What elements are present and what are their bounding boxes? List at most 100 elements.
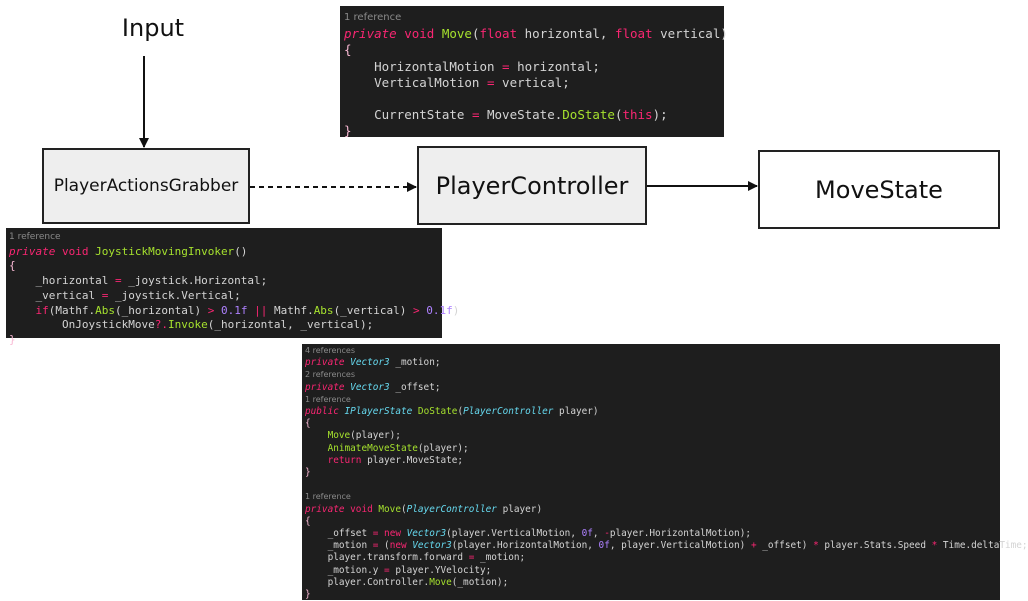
code-token: vertical) xyxy=(652,26,728,42)
code-token: player.Stats.Speed xyxy=(818,540,932,552)
code-line: _horizontal = _joystick.Horizontal; xyxy=(9,274,439,289)
code-token: void xyxy=(396,26,442,42)
code-line: } xyxy=(305,589,997,601)
code-token: || xyxy=(254,303,268,317)
code-line: CurrentState = MoveState.DoState(this); xyxy=(344,107,720,123)
code-line: { xyxy=(305,418,997,430)
code-line: 4 references xyxy=(305,345,997,357)
code-token: _vertical xyxy=(9,288,102,302)
code-token: } xyxy=(344,123,352,139)
code-token: Move xyxy=(378,503,401,515)
code-token: _motion xyxy=(305,540,373,552)
code-line: if(Mathf.Abs(_horizontal) > 0.1f || Math… xyxy=(9,303,460,319)
code-token: (_horizontal, _vertical); xyxy=(207,318,374,332)
code-token: { xyxy=(344,42,352,58)
code-token: Invoke xyxy=(167,318,208,332)
code-token: private xyxy=(344,26,397,42)
code-token xyxy=(305,430,328,441)
code-token: _joystick.Horizontal; xyxy=(121,274,268,288)
code-token: float xyxy=(614,26,653,42)
code-line: { xyxy=(305,516,997,528)
code-token: player.YVelocity; xyxy=(389,564,492,576)
code-line: VerticalMotion = vertical; xyxy=(344,75,720,91)
code-token: ( xyxy=(400,503,407,515)
reference-count: 2 references xyxy=(305,370,355,380)
code-line: 1 reference xyxy=(305,394,997,406)
code-line: 1 reference xyxy=(305,491,997,503)
code-token: * xyxy=(931,540,938,552)
code-token: } xyxy=(305,589,311,601)
code-token: _motion; xyxy=(389,357,441,369)
code-token: Vector3 xyxy=(350,381,390,393)
code-token: _motion.y xyxy=(305,564,385,576)
reference-count: 1 reference xyxy=(305,394,351,404)
code-token: CurrentState xyxy=(344,107,472,123)
code-token: VerticalMotion xyxy=(344,74,487,90)
code-token: HorizontalMotion xyxy=(344,58,503,74)
code-line: public IPlayerState DoState(PlayerContro… xyxy=(305,406,997,418)
code-token: (player); xyxy=(350,430,401,442)
code-token: this xyxy=(622,107,653,123)
code-line: _motion.y = player.YVelocity; xyxy=(305,565,997,577)
code-token: player.HorizontalMotion); xyxy=(609,528,751,540)
code-token xyxy=(214,304,221,317)
code-token: 0f xyxy=(598,540,610,552)
code-token: (player); xyxy=(417,442,469,454)
code-line: 2 references xyxy=(305,369,997,381)
code-token: horizontal, xyxy=(517,26,615,42)
code-line: private void Move(PlayerController playe… xyxy=(305,504,997,516)
input-label: Input xyxy=(121,14,185,42)
code-line: OnJoystickMove?.Invoke(_horizontal, _ver… xyxy=(9,318,439,333)
code-line: } xyxy=(305,467,997,479)
code-line: private void JoystickMovingInvoker() xyxy=(9,245,439,260)
code-token: } xyxy=(9,332,16,346)
code-line: private void Move(float horizontal, floa… xyxy=(344,26,728,42)
code-token xyxy=(305,443,328,454)
code-token: (player.HorizontalMotion, xyxy=(451,540,599,552)
player-controller-label: PlayerController xyxy=(435,171,629,200)
code-token: _offset) xyxy=(756,540,814,552)
move-state-label: MoveState xyxy=(815,175,943,204)
player-actions-grabber-label: PlayerActionsGrabber xyxy=(53,176,239,196)
code-line: } xyxy=(9,333,439,348)
code-line: _offset = new Vector3(player.VerticalMot… xyxy=(305,528,997,540)
code-token: (Mathf. xyxy=(48,303,96,317)
code-token: = xyxy=(372,528,379,540)
code-line: private Vector3 _motion; xyxy=(305,357,997,369)
code-token: _joystick.Vertical; xyxy=(108,288,241,302)
code-token: DoState xyxy=(417,406,458,418)
code-token: (player.VerticalMotion, xyxy=(446,528,582,540)
code-token: Move xyxy=(441,26,472,42)
reference-count: 1 reference xyxy=(344,12,402,23)
code-token: Move xyxy=(327,430,351,442)
code-token: Move xyxy=(429,576,452,588)
code-token: new xyxy=(389,540,407,552)
code-token: , player.VerticalMotion) xyxy=(609,540,751,552)
code-token: private xyxy=(9,244,56,258)
code-token: (_vertical) xyxy=(333,303,414,317)
code-token: } xyxy=(305,467,311,479)
code-token: Vector3 xyxy=(350,357,390,369)
code-token: ( xyxy=(457,406,464,418)
player-actions-grabber-node: PlayerActionsGrabber xyxy=(42,148,250,224)
code-token: public xyxy=(305,406,339,418)
code-token: void xyxy=(344,503,379,515)
code-token: AnimateMoveState xyxy=(327,442,418,454)
code-token: if xyxy=(35,303,49,317)
code-token: Vector3 xyxy=(406,528,447,540)
code-token: PlayerController xyxy=(463,406,554,418)
code-line: return player.MoveState; xyxy=(305,455,997,467)
code-token: player.Controller. xyxy=(305,576,430,588)
code-line: _motion = (new Vector3(player.Horizontal… xyxy=(305,540,1028,552)
code-line: Move(player); xyxy=(305,430,997,442)
code-line: HorizontalMotion = horizontal; xyxy=(344,59,720,75)
code-token: = xyxy=(101,288,109,302)
code-line: { xyxy=(344,42,720,58)
code-token: Abs xyxy=(313,303,334,317)
code-token: , xyxy=(592,528,605,540)
code-token: = xyxy=(114,274,122,288)
code-line xyxy=(344,91,720,107)
code-token: 0.1f xyxy=(426,303,453,317)
code-line: AnimateMoveState(player); xyxy=(305,443,997,455)
